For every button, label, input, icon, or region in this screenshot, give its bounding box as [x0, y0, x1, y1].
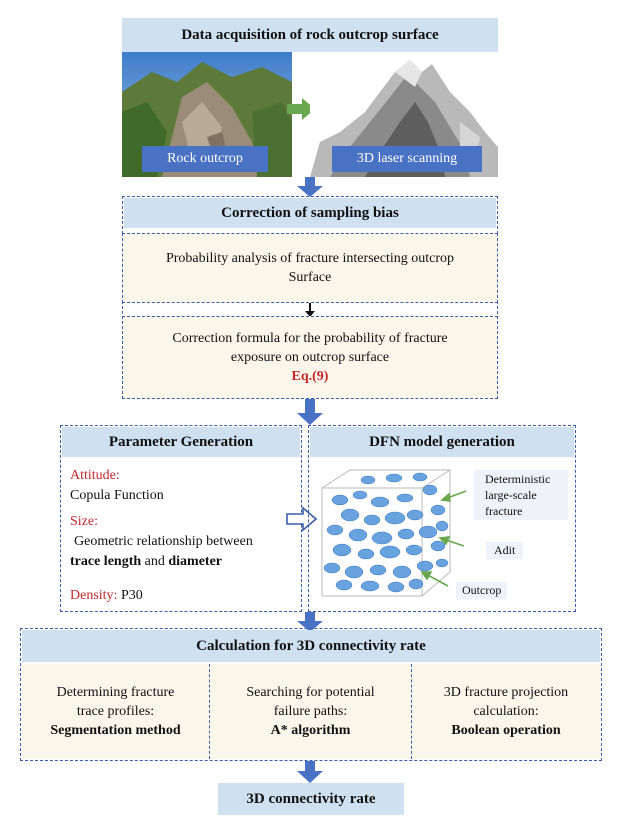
adit-label: Adit: [486, 542, 524, 559]
attitude-label: Attitude:: [70, 468, 120, 483]
astar-line-2: failure paths:: [273, 704, 348, 719]
rock-outcrop-label: Rock outcrop: [142, 146, 268, 172]
laser-scan-label: 3D laser scanning: [332, 146, 482, 172]
arrow-down-icon: [297, 761, 323, 783]
correction-title: Correction of sampling bias: [124, 198, 496, 228]
size-line-1: Geometric relationship between: [74, 534, 253, 549]
density-row: Density: P30: [70, 586, 298, 606]
probability-line-2: Surface: [288, 270, 332, 285]
size-diameter: diameter: [168, 554, 223, 569]
segmentation-box: Determining fracture trace profiles: Seg…: [22, 664, 210, 759]
deterministic-line-1: Deterministic: [485, 472, 551, 486]
dfn-model-image: [310, 460, 574, 610]
parameter-generation-title: Parameter Generation: [62, 427, 300, 457]
boolean-line-2: calculation:: [473, 704, 539, 719]
formula-line-2: exposure on outcrop surface: [230, 350, 390, 365]
parameter-list: Attitude: Copula Function Size: Geometri…: [70, 466, 298, 606]
density-label: Density:: [70, 588, 118, 603]
acquisition-title: Data acquisition of rock outcrop surface: [122, 18, 498, 52]
deterministic-line-3: fracture: [485, 504, 523, 518]
correction-formula-box: Correction formula for the probability o…: [122, 316, 498, 399]
arrow-down-icon: [297, 177, 323, 197]
dfn-box: [308, 425, 576, 612]
arrow-down-icon: [297, 612, 323, 632]
segmentation-line-1: Determining fracture: [56, 685, 175, 700]
dfn-label-box: [474, 470, 568, 520]
arrow-down-icon: [297, 399, 323, 425]
connectivity-title: Calculation for 3D connectivity rate: [22, 630, 600, 662]
probability-line-1: Probability analysis of fracture interse…: [165, 251, 455, 266]
connectivity-box: [20, 628, 602, 761]
arrow-down-small-icon: [305, 303, 315, 317]
deterministic-line-2: large-scale: [485, 488, 537, 502]
boolean-line-1: 3D fracture projection: [443, 685, 569, 700]
dfn-title: DFN model generation: [310, 427, 574, 457]
density-value: P30: [117, 588, 143, 603]
size-trace-length: trace length: [70, 554, 142, 569]
outcrop-label: Outcrop: [456, 582, 508, 599]
arrow-right-icon: [287, 98, 315, 120]
size-and: and: [141, 554, 169, 569]
boolean-box: 3D fracture projection calculation: Bool…: [412, 664, 600, 759]
deterministic-label: Deterministic large-scale fracture: [485, 471, 571, 519]
probability-analysis-box: Probability analysis of fracture interse…: [122, 233, 498, 303]
segmentation-line-2: trace profiles:: [76, 704, 155, 719]
formula-line-1: Correction formula for the probability o…: [172, 331, 448, 346]
astar-box: Searching for potential failure paths: A…: [210, 664, 412, 759]
boolean-operation: Boolean operation: [451, 723, 561, 738]
size-line-2: trace length and diameter: [70, 552, 298, 572]
attitude-value: Copula Function: [70, 488, 164, 503]
astar-algorithm: A* algorithm: [270, 723, 351, 738]
size-label: Size:: [70, 514, 98, 529]
result-box: 3D connectivity rate: [218, 783, 404, 815]
segmentation-method: Segmentation method: [50, 723, 181, 738]
astar-line-1: Searching for potential: [246, 685, 375, 700]
equation-reference: Eq.(9): [291, 369, 329, 384]
